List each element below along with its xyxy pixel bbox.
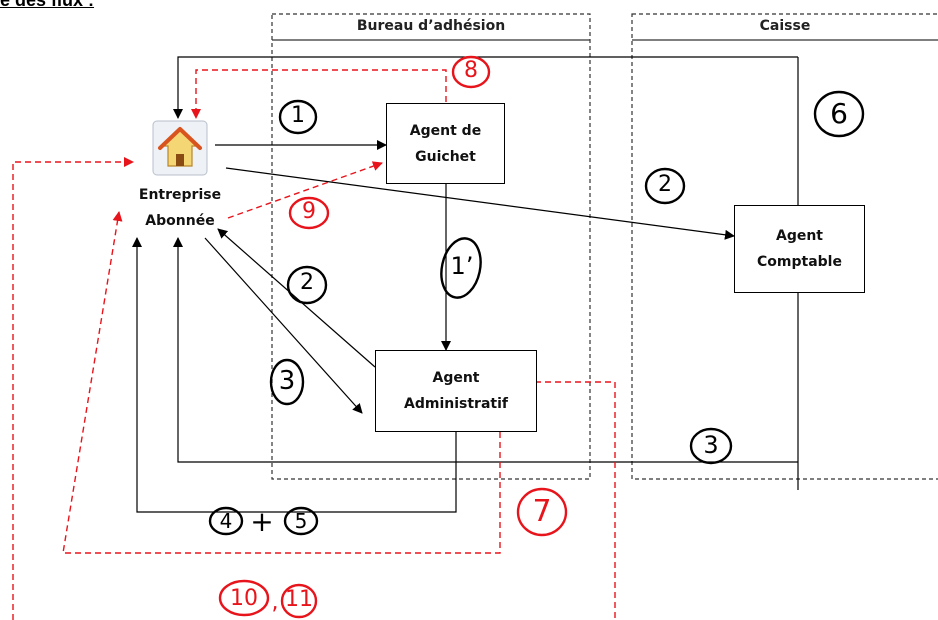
lane-caisse [631, 13, 938, 480]
step-2-return-circle [286, 265, 328, 305]
step-6-label: 6 [830, 97, 848, 130]
flow-3-admin [204, 237, 363, 414]
step-7-label: 7 [532, 494, 552, 529]
step-3-caisse-label: 3 [703, 431, 719, 459]
lane-bureau-title: Bureau d’adhésion [356, 18, 506, 34]
black-step-circles [208, 90, 865, 536]
flow-8 [191, 69, 447, 119]
step-10-label: 10 [230, 586, 258, 611]
flow-2-return [217, 228, 376, 368]
flow-11 [535, 381, 616, 620]
lane-caisse-title: Caisse [759, 18, 811, 34]
step-8-circle [451, 55, 491, 89]
flow-9 [227, 161, 383, 219]
black-flows [132, 56, 799, 513]
diagram-heading: e des flux : [0, 0, 95, 10]
step-11-circle [280, 583, 318, 619]
step-plus-label: + [250, 505, 274, 538]
step-1p-label: 1’ [450, 252, 474, 280]
agent-guichet-box: Agent de Guichet [386, 103, 505, 184]
step-1-circle [278, 99, 318, 135]
step-4-label: 4 [219, 509, 233, 533]
step-11-label: 11 [285, 587, 313, 612]
red-flows [12, 69, 616, 620]
house-icon [152, 120, 208, 176]
step-2-comptable-label: 2 [658, 172, 672, 197]
flow-7 [62, 211, 501, 554]
step-5-circle [283, 506, 319, 536]
step-1p-circle [440, 237, 482, 299]
agent-administratif-box: Agent Administratif [375, 350, 537, 432]
agent-guichet-label: Agent de Guichet [409, 122, 482, 165]
flow-3-caisse [173, 237, 798, 463]
step-10-circle [218, 579, 270, 617]
red-step-circles [218, 55, 568, 619]
step-9-label: 9 [302, 199, 316, 224]
flow-4-5 [132, 237, 457, 513]
step-1-label: 1 [291, 103, 305, 128]
step-separator-label: , [271, 590, 279, 615]
step-3-admin-label: 3 [278, 366, 296, 396]
flow-2-comptable [225, 167, 735, 240]
step-2-return-label: 2 [300, 270, 314, 295]
step-8-label: 8 [464, 58, 478, 83]
step-9-circle [288, 196, 330, 230]
step-5-label: 5 [294, 509, 308, 533]
step-3-caisse-circle [689, 427, 733, 465]
step-6-circle [813, 90, 865, 138]
step-4-circle [208, 506, 244, 536]
flow-10 [12, 157, 134, 620]
agent-comptable-box: Agent Comptable [734, 205, 865, 293]
agent-administratif-label: Agent Administratif [404, 370, 508, 412]
step-2-comptable-circle [644, 167, 686, 205]
entreprise-label: Entreprise Abonnée [138, 187, 222, 229]
lane-bureau [271, 13, 591, 480]
agent-comptable-label: Agent Comptable [757, 228, 842, 270]
step-7-circle [516, 487, 568, 537]
step-3-admin-circle [269, 358, 305, 406]
